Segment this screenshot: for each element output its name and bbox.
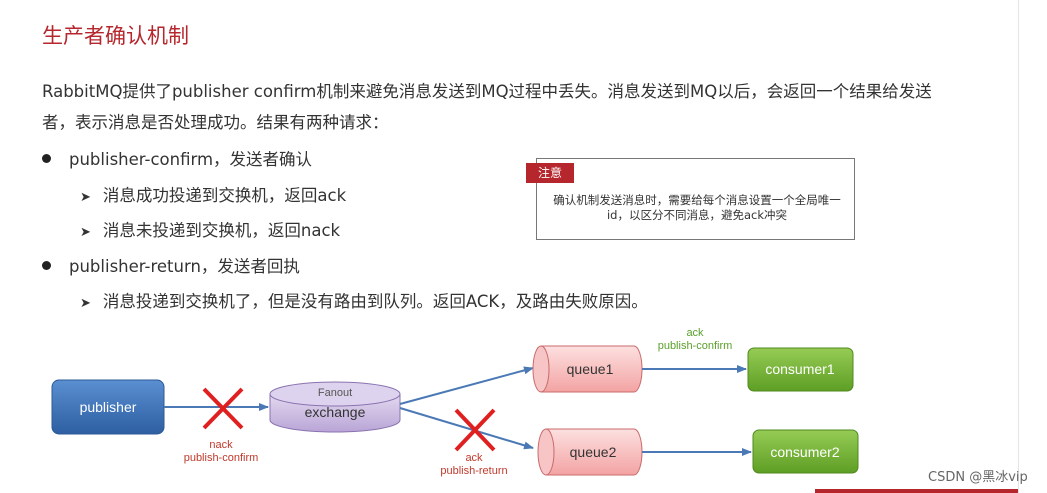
fail-cross-icon (202, 387, 244, 430)
consumer1-node: consumer1 (747, 347, 854, 392)
svg-text:queue1: queue1 (567, 361, 614, 377)
arrow-exchange-queue1 (399, 366, 534, 405)
bullet-publisher-return: publisher-return，发送者回执 (42, 253, 300, 277)
bullet-publisher-confirm: publisher-confirm，发送者确认 (42, 146, 312, 170)
fail-cross-icon (454, 408, 496, 452)
bullet-dot-icon (42, 261, 51, 270)
sub-bullet-label: 消息成功投递到交换机，返回ack (102, 186, 347, 205)
sub-bullet: ➤ 消息未投递到交换机，返回nack (80, 217, 340, 241)
queue2-node: queue2 (537, 428, 643, 476)
sub-bullet: ➤ 消息成功投递到交换机，返回ack (80, 182, 346, 206)
note-text: 确认机制发送消息时，需要给每个消息设置一个全局唯一id，以区分不同消息，避免ac… (553, 193, 841, 222)
flow-diagram: publisher nack publish-confirm Fanout ex… (51, 327, 859, 477)
svg-text:publisher: publisher (80, 399, 137, 415)
note-box (536, 158, 855, 240)
svg-text:queue2: queue2 (570, 444, 617, 460)
sub-bullet: ➤ 消息投递到交换机了，但是没有路由到队列。返回ACK，及路由失败原因。 (80, 288, 648, 312)
svg-text:consumer2: consumer2 (770, 444, 839, 460)
bottom-accent-bar (815, 489, 1018, 493)
queue1-node: queue1 (532, 345, 643, 393)
consumer2-node: consumer2 (752, 429, 859, 474)
arrow-bullet-icon: ➤ (80, 296, 91, 311)
ack-return-label: ack (465, 452, 483, 464)
page-edge-line (1018, 0, 1019, 493)
note-tag: 注意 (526, 163, 574, 183)
arrow-bullet-icon: ➤ (80, 225, 91, 240)
exchange-node: Fanout exchange (269, 381, 401, 433)
watermark: CSDN @黑冰vip (928, 470, 1028, 485)
page-title: 生产者确认机制 (42, 24, 189, 48)
ack-return-sub-label: publish-return (440, 465, 507, 477)
ack-confirm-label: ack (686, 327, 704, 339)
svg-text:exchange: exchange (305, 404, 366, 420)
nack-sub-label: publish-confirm (184, 452, 259, 464)
arrow-bullet-icon: ➤ (80, 190, 91, 205)
sub-bullet-label: 消息未投递到交换机，返回nack (102, 221, 341, 240)
bullet-label: publisher-return，发送者回执 (69, 257, 300, 276)
bullet-dot-icon (42, 154, 51, 163)
nack-label: nack (209, 439, 233, 451)
exchange-type-label: Fanout (318, 387, 352, 399)
ack-confirm-sub-label: publish-confirm (658, 340, 733, 352)
svg-text:consumer1: consumer1 (765, 361, 834, 377)
arrow-exchange-queue2 (399, 407, 534, 450)
bullet-label: publisher-confirm，发送者确认 (69, 150, 313, 169)
intro-paragraph: RabbitMQ提供了publisher confirm机制来避免消息发送到MQ… (42, 82, 932, 132)
sub-bullet-label: 消息投递到交换机了，但是没有路由到队列。返回ACK，及路由失败原因。 (102, 292, 648, 311)
publisher-node: publisher (51, 379, 165, 435)
